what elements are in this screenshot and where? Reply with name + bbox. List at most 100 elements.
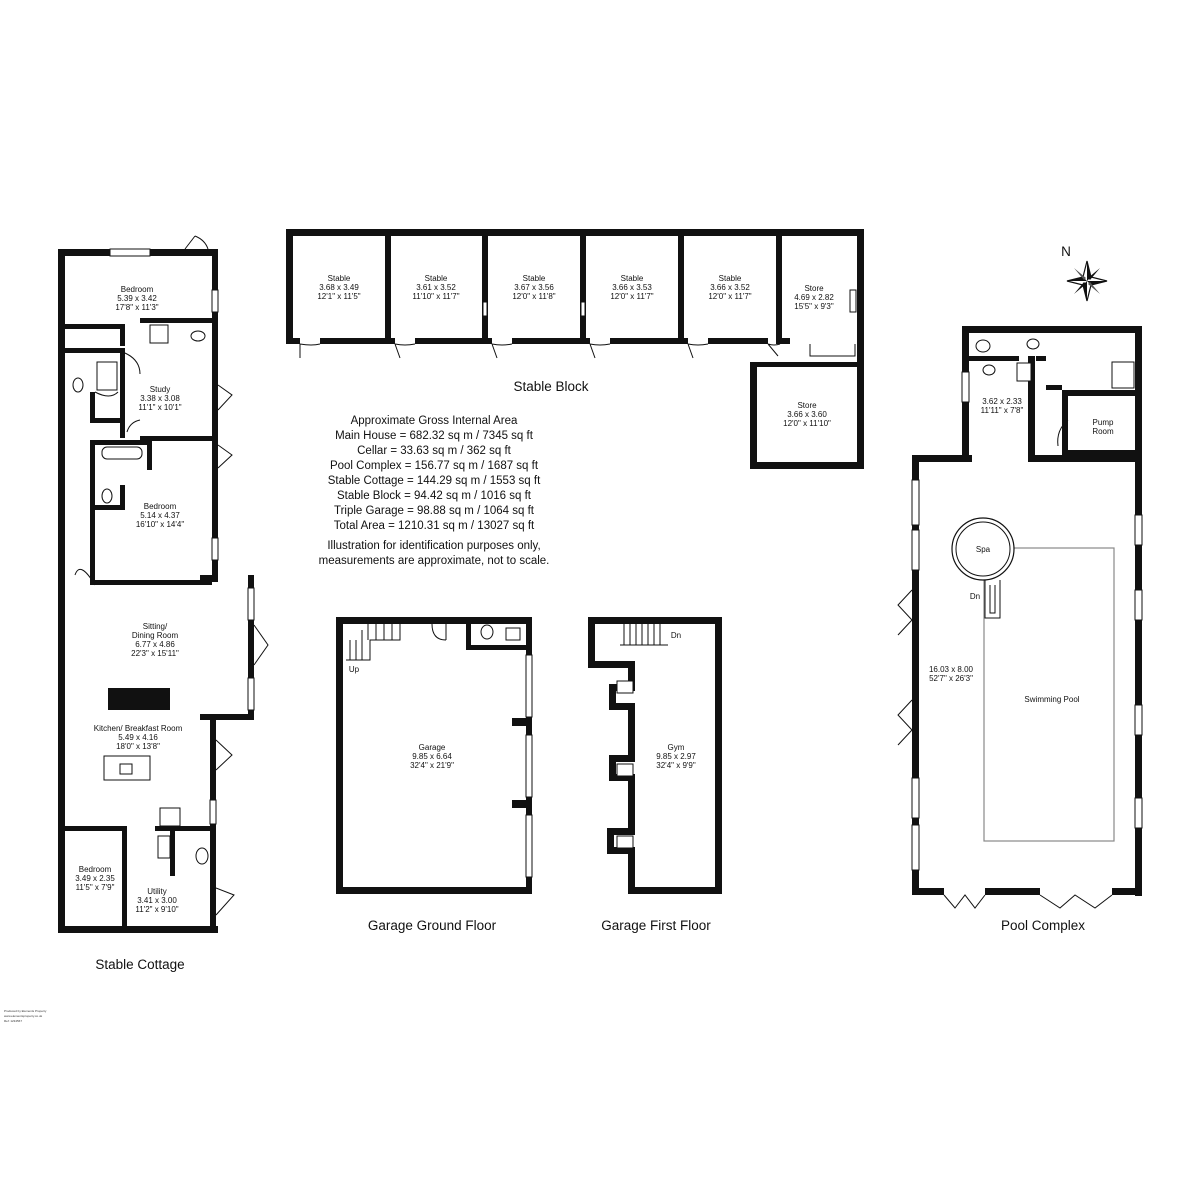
garage-door-icon xyxy=(525,734,533,798)
room-imperial: 12'0" x 11'7" xyxy=(610,292,653,301)
room-imperial: 22'3" x 15'11" xyxy=(131,649,179,658)
stairs-icon xyxy=(349,624,393,660)
wall xyxy=(588,617,722,894)
room-name: Store xyxy=(804,284,824,293)
door-icon xyxy=(74,568,96,586)
room-imperial: 17'8" x 11'3" xyxy=(115,303,158,312)
wall xyxy=(95,505,125,510)
sink-icon xyxy=(119,763,133,775)
bifold-door-icon xyxy=(897,699,913,746)
room-metric: 5.49 x 4.16 xyxy=(118,733,158,742)
wall xyxy=(170,826,175,876)
door-icon xyxy=(94,391,119,397)
window-icon xyxy=(1134,514,1143,546)
wall xyxy=(320,338,395,344)
door-icon xyxy=(126,419,141,433)
room-imperial: 18'0" x 13'8" xyxy=(116,742,160,751)
wall xyxy=(122,826,127,926)
window-icon xyxy=(211,289,219,313)
area-line: Stable Cottage = 144.29 sq m / 1553 sq f… xyxy=(328,475,541,487)
toilet-icon xyxy=(101,488,113,504)
wall xyxy=(512,800,526,808)
wall xyxy=(286,229,864,236)
room-name: Stable xyxy=(328,274,351,283)
disclaimer-line: measurements are approximate, not to sca… xyxy=(319,555,550,567)
room-imperial: 15'5" x 9'3" xyxy=(794,302,834,311)
stairs-down-label: Dn xyxy=(671,631,681,640)
stairs-icon xyxy=(620,624,668,646)
wall xyxy=(962,326,1142,333)
bath-icon xyxy=(101,446,143,460)
area-line: Total Area = 1210.31 sq m / 13027 sq ft xyxy=(334,520,535,532)
door-icon xyxy=(184,235,209,250)
wall xyxy=(200,714,254,720)
steps-icon xyxy=(984,580,1001,619)
pool-complex-plan: Spa Dn Swimming Pool 3.62 x 2.33 11'11" … xyxy=(897,326,1143,933)
wall xyxy=(750,362,757,469)
wall xyxy=(286,229,293,344)
room-metric: 9.85 x 6.64 xyxy=(412,752,452,761)
footer-line: Ref: 1234567 xyxy=(4,1019,22,1023)
wall xyxy=(140,318,212,323)
wall xyxy=(336,617,343,894)
door-icon xyxy=(215,739,233,771)
wall xyxy=(1046,385,1062,390)
wall xyxy=(90,418,120,423)
door-icon xyxy=(394,343,416,359)
room-metric: 6.77 x 4.86 xyxy=(135,640,175,649)
wall xyxy=(248,575,254,720)
window-icon xyxy=(911,479,920,526)
area-line: Triple Garage = 98.88 sq m / 1064 sq ft xyxy=(334,505,535,517)
footer-line: www.elementsproperty.co.uk xyxy=(4,1014,43,1018)
opening-icon xyxy=(809,344,856,357)
window-icon xyxy=(911,777,920,819)
stable-cottage-caption: Stable Cottage xyxy=(95,957,184,972)
wall xyxy=(120,485,125,510)
room-name: Gym xyxy=(668,743,685,752)
sink-icon xyxy=(1026,338,1040,350)
swimming-pool-label: Swimming Pool xyxy=(1024,695,1079,704)
garage-ground-plan: Up Garage 9.85 x 6.64 32'4" x 21'9" Gara… xyxy=(336,617,533,933)
garage-first-plan: Dn Gym 9.85 x 2.97 32'4" x 9'9" Garage F… xyxy=(588,617,722,933)
wall xyxy=(286,338,300,344)
wall xyxy=(780,338,790,344)
room-name: Kitchen/ Breakfast Room xyxy=(94,724,183,733)
window-icon xyxy=(109,248,151,257)
door-icon xyxy=(491,343,513,359)
wall xyxy=(212,249,218,539)
wall xyxy=(120,324,125,346)
room-name: Garage xyxy=(419,743,446,752)
wall xyxy=(857,229,864,469)
room-metric: 3.38 x 3.08 xyxy=(140,394,180,403)
room-name: Study xyxy=(150,385,170,394)
stable-block-caption: Stable Block xyxy=(513,379,588,394)
area-line: Stable Block = 94.42 sq m / 1016 sq ft xyxy=(337,490,532,502)
garage-door-icon xyxy=(525,814,533,878)
area-line: Cellar = 33.63 sq m / 362 sq ft xyxy=(357,445,512,457)
skylight-icon xyxy=(616,835,634,849)
room-name: Stable xyxy=(523,274,546,283)
bifold-door-icon xyxy=(897,589,913,636)
wall xyxy=(1028,356,1035,462)
wall xyxy=(912,888,944,895)
window-icon xyxy=(247,587,255,621)
area-line: Pool Complex = 156.77 sq m / 1687 sq ft xyxy=(330,460,539,472)
wall xyxy=(1036,356,1046,361)
door-icon xyxy=(217,384,233,411)
garage-ground-caption: Garage Ground Floor xyxy=(368,918,497,933)
wall xyxy=(512,338,590,344)
compass-north-label: N xyxy=(1061,244,1071,259)
wall xyxy=(90,440,95,585)
wall xyxy=(1062,450,1142,456)
window-icon xyxy=(961,371,970,403)
wall xyxy=(58,249,65,932)
room-metric: 9.85 x 2.97 xyxy=(656,752,696,761)
sink-icon xyxy=(157,835,171,859)
wall xyxy=(65,324,125,329)
area-summary: Approximate Gross Internal Area Main Hou… xyxy=(319,415,550,567)
hob-icon xyxy=(159,807,181,827)
room-imperial: 52'7" x 26'3" xyxy=(929,674,973,683)
pool-complex-caption: Pool Complex xyxy=(1001,918,1085,933)
wall xyxy=(985,888,1040,895)
wall xyxy=(1028,455,1142,462)
